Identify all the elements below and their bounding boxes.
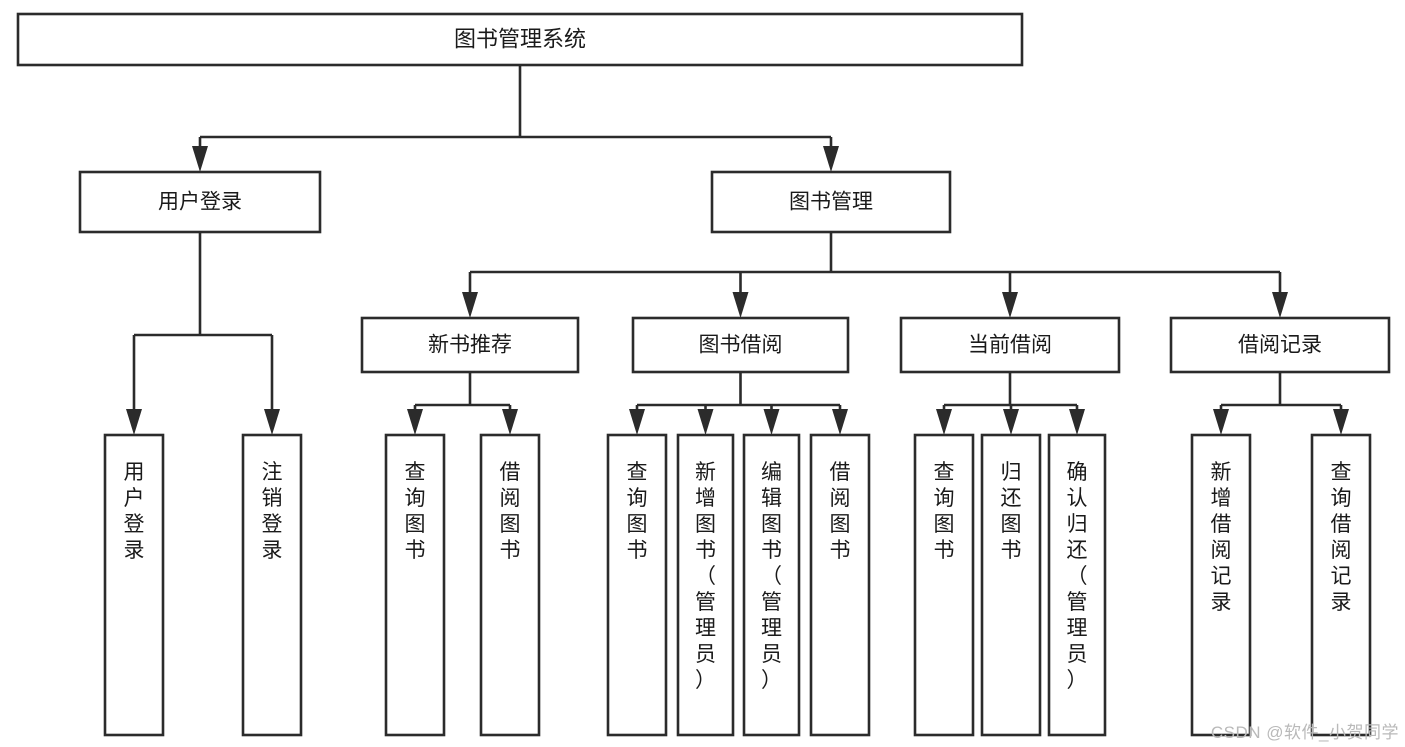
node-label: 查询图书 bbox=[934, 461, 955, 562]
node-label: 确认归还（管理员） bbox=[1067, 461, 1088, 692]
node-leaf-q-book-1[interactable]: 查询图书 bbox=[384, 433, 446, 737]
node-label: 用户登录 bbox=[158, 191, 242, 214]
node-leaf-q-book-2[interactable]: 查询图书 bbox=[606, 433, 668, 737]
node-box[interactable] bbox=[360, 316, 580, 374]
node-label: 图书借阅 bbox=[699, 334, 783, 357]
node-box[interactable] bbox=[631, 316, 850, 374]
node-root[interactable]: 图书管理系统 bbox=[16, 12, 1024, 67]
node-leaf-add-book[interactable]: 新增图书（管理员） bbox=[676, 433, 735, 737]
node-layer: 图书管理系统用户登录图书管理新书推荐图书借阅当前借阅借阅记录用户登录注销登录查询… bbox=[16, 12, 1391, 737]
node-label: 归还图书 bbox=[1001, 461, 1022, 562]
csdn-watermark: CSDN @软件_小贺同学 bbox=[1210, 723, 1399, 742]
node-box[interactable] bbox=[606, 433, 668, 737]
node-box[interactable] bbox=[241, 433, 303, 737]
node-box[interactable] bbox=[479, 433, 541, 737]
connector-root bbox=[192, 65, 839, 172]
node-label: 新书推荐 bbox=[428, 334, 512, 357]
node-label: 图书管理 bbox=[789, 191, 873, 214]
connector-current_borrow bbox=[936, 372, 1085, 435]
node-box[interactable] bbox=[78, 170, 322, 234]
node-label: 查询图书 bbox=[627, 461, 648, 562]
node-box[interactable] bbox=[676, 433, 735, 737]
connector-book_manage bbox=[462, 232, 1288, 318]
node-box[interactable] bbox=[742, 433, 801, 737]
node-box[interactable] bbox=[809, 433, 871, 737]
node-box[interactable] bbox=[1190, 433, 1252, 737]
node-label: 借阅图书 bbox=[500, 461, 521, 562]
node-book-manage[interactable]: 图书管理 bbox=[710, 170, 952, 234]
node-label: 注销登录 bbox=[262, 461, 283, 562]
node-leaf-edit-book[interactable]: 编辑图书（管理员） bbox=[742, 433, 801, 737]
node-box[interactable] bbox=[1047, 433, 1107, 737]
node-box[interactable] bbox=[710, 170, 952, 234]
connector-book_borrow bbox=[629, 372, 848, 435]
connector-user_login bbox=[126, 232, 280, 435]
connector-new_book_rec bbox=[407, 372, 518, 435]
node-leaf-add-record[interactable]: 新增借阅记录 bbox=[1190, 433, 1252, 737]
node-label: 查询借阅记录 bbox=[1331, 461, 1352, 614]
edge-layer bbox=[126, 65, 1349, 435]
node-label: 借阅图书 bbox=[830, 461, 851, 562]
node-box[interactable] bbox=[16, 12, 1024, 67]
node-leaf-return-book[interactable]: 归还图书 bbox=[980, 433, 1042, 737]
node-label: 编辑图书（管理员） bbox=[761, 461, 782, 692]
node-label: 借阅记录 bbox=[1238, 334, 1322, 357]
node-box[interactable] bbox=[103, 433, 165, 737]
node-box[interactable] bbox=[913, 433, 975, 737]
node-box[interactable] bbox=[899, 316, 1121, 374]
node-box[interactable] bbox=[384, 433, 446, 737]
node-book-borrow[interactable]: 图书借阅 bbox=[631, 316, 850, 374]
node-new-book-rec[interactable]: 新书推荐 bbox=[360, 316, 580, 374]
node-leaf-q-record[interactable]: 查询借阅记录 bbox=[1310, 433, 1372, 737]
node-borrow-record[interactable]: 借阅记录 bbox=[1169, 316, 1391, 374]
node-label: 当前借阅 bbox=[968, 334, 1052, 357]
node-label: 新增图书（管理员） bbox=[695, 461, 716, 692]
connector-borrow_record bbox=[1213, 372, 1349, 435]
node-label: 用户登录 bbox=[124, 461, 145, 562]
node-leaf-q-book-3[interactable]: 查询图书 bbox=[913, 433, 975, 737]
node-leaf-user-login[interactable]: 用户登录 bbox=[103, 433, 165, 737]
node-leaf-confirm-ret[interactable]: 确认归还（管理员） bbox=[1047, 433, 1107, 737]
node-label: 新增借阅记录 bbox=[1211, 461, 1232, 614]
node-leaf-borrow-book-2[interactable]: 借阅图书 bbox=[809, 433, 871, 737]
node-label: 查询图书 bbox=[405, 461, 426, 562]
node-leaf-borrow-book-1[interactable]: 借阅图书 bbox=[479, 433, 541, 737]
node-box[interactable] bbox=[1169, 316, 1391, 374]
node-user-login[interactable]: 用户登录 bbox=[78, 170, 322, 234]
node-label: 图书管理系统 bbox=[454, 26, 586, 51]
node-leaf-logout[interactable]: 注销登录 bbox=[241, 433, 303, 737]
node-box[interactable] bbox=[1310, 433, 1372, 737]
node-current-borrow[interactable]: 当前借阅 bbox=[899, 316, 1121, 374]
node-box[interactable] bbox=[980, 433, 1042, 737]
